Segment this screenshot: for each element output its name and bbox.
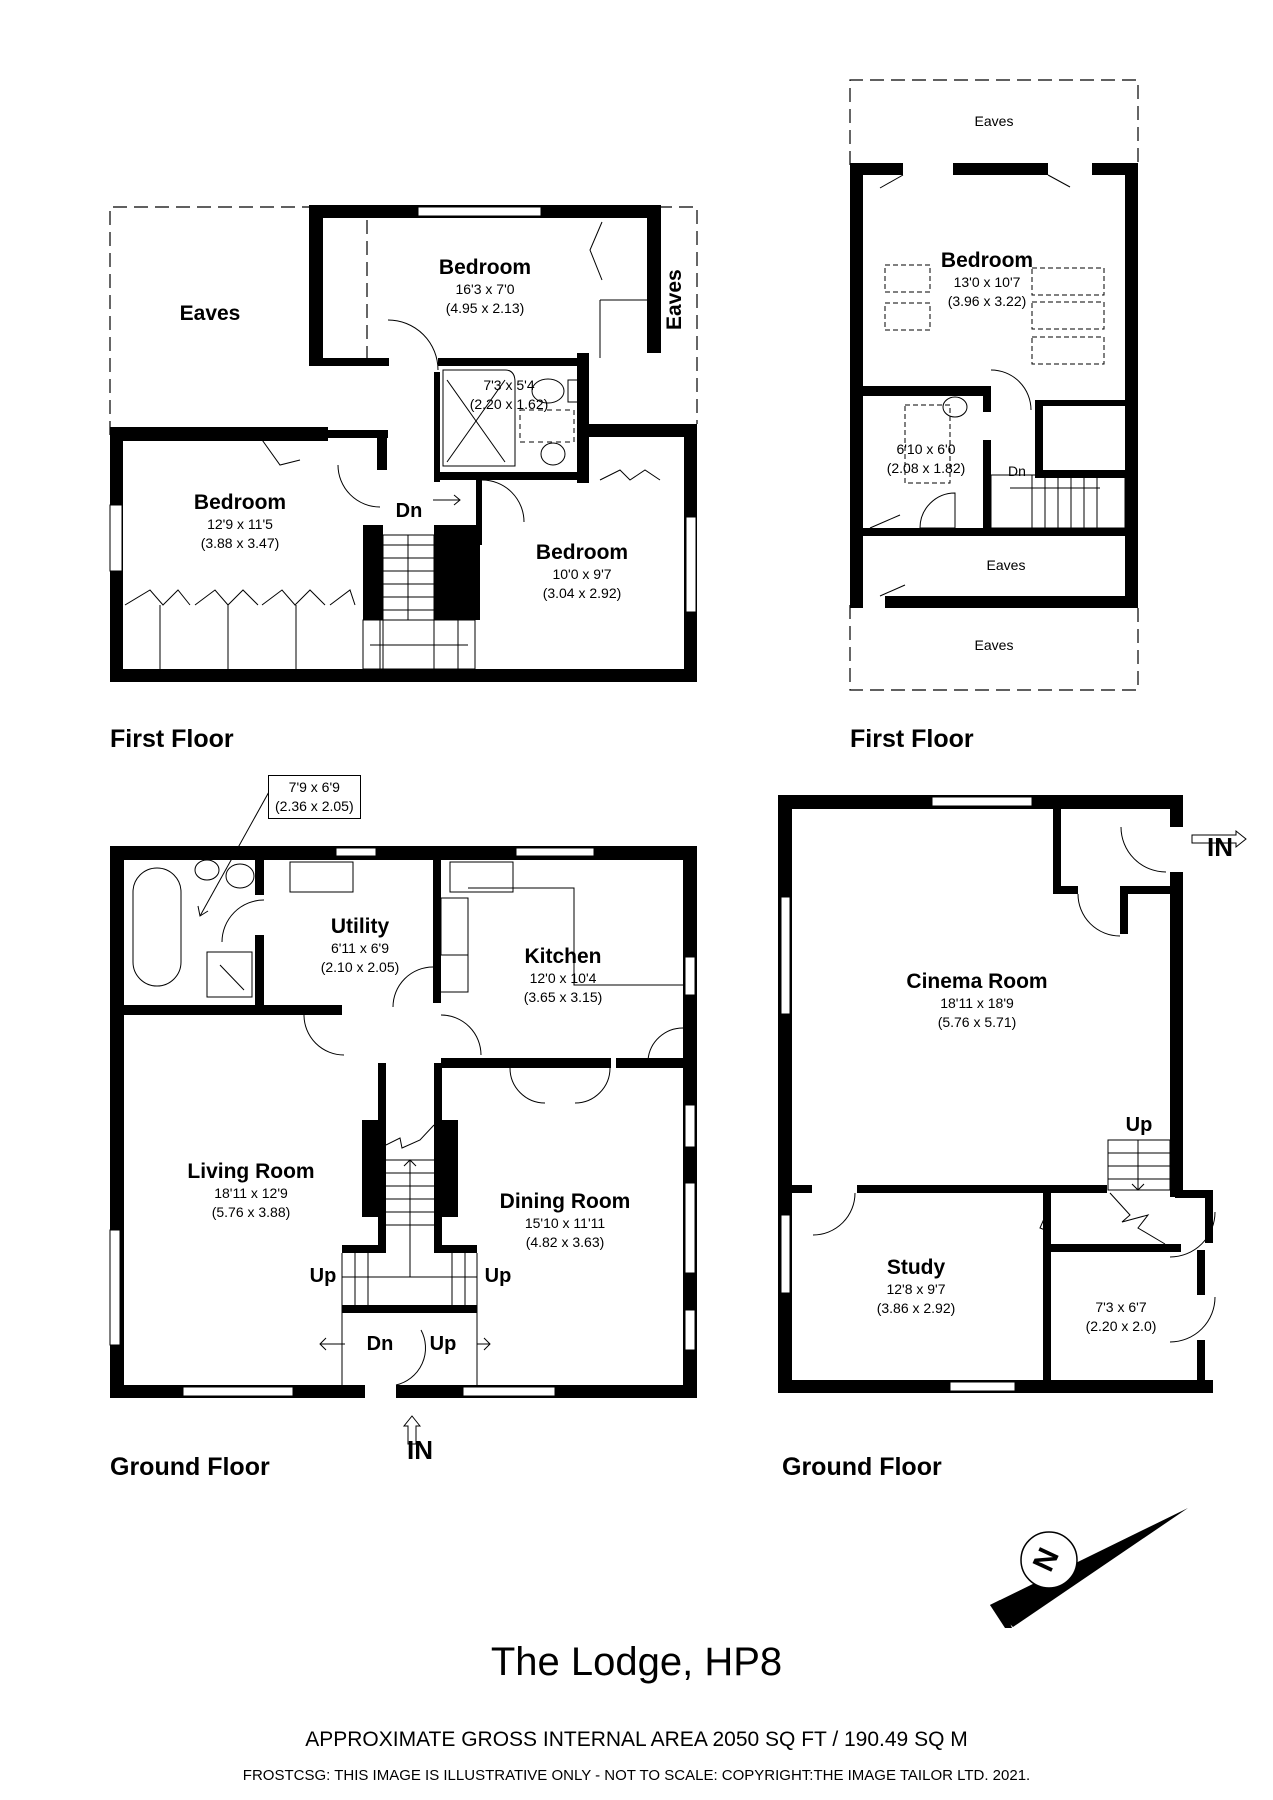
- room-bedroom-3: Bedroom 10'0 x 9'7 (3.04 x 2.92): [536, 541, 628, 603]
- room-label-eaves-side: Eaves: [663, 269, 686, 330]
- room-dim-imperial: 10'0 x 9'7: [552, 566, 612, 582]
- stairs-label-up-left: Up: [309, 1265, 337, 1287]
- room-study: Study 12'8 x 9'7 (3.86 x 2.92): [877, 1256, 956, 1318]
- room-ensuite: 6'10 x 6'0 (2.08 x 1.82): [887, 440, 966, 478]
- room-name: Bedroom: [535, 541, 629, 564]
- room-name: Living Room: [187, 1160, 315, 1183]
- room-dim-metric: (2.10 x 2.05): [320, 959, 400, 975]
- entrance-label: IN: [1207, 832, 1233, 862]
- room-dim-imperial: 12'8 x 9'7: [886, 1281, 946, 1297]
- room-living-room: Living Room 18'11 x 12'9 (5.76 x 3.88): [187, 1160, 314, 1222]
- room-dim-imperial: 13'0 x 10'7: [953, 274, 1021, 290]
- room-dim-imperial: 16'3 x 7'0: [455, 281, 515, 297]
- room-label-eaves-mid: Eaves: [986, 557, 1026, 573]
- stairs-label-dn: Dn: [366, 1333, 394, 1355]
- room-dim-metric: (5.76 x 3.88): [211, 1204, 291, 1220]
- room-dim-metric: (2.20 x 2.0): [1085, 1318, 1157, 1334]
- room-dim-metric: (3.96 x 3.22): [947, 293, 1027, 309]
- copyright-notice: FROSTCSG: THIS IMAGE IS ILLUSTRATIVE ONL…: [242, 1767, 1031, 1784]
- bathroom-dimension-callout: 7'9 x 6'9 (2.36 x 2.05): [268, 775, 361, 819]
- room-name: Study: [886, 1256, 946, 1279]
- room-dim-imperial: 7'3 x 6'7: [1095, 1299, 1147, 1315]
- stairs-label-up: Up: [429, 1333, 457, 1355]
- room-dim-metric: (3.65 x 3.15): [523, 989, 603, 1005]
- room-dim-metric: (3.04 x 2.92): [542, 585, 622, 601]
- property-title: The Lodge, HP8: [490, 1640, 783, 1684]
- room-name: Dining Room: [499, 1190, 631, 1213]
- room-dim-metric: (2.08 x 1.82): [886, 460, 966, 476]
- room-shower-room: 7'3 x 5'4 (2.20 x 1.62): [470, 376, 549, 414]
- entrance-label: IN: [407, 1435, 433, 1465]
- callout-dim-metric: (2.36 x 2.05): [275, 798, 354, 814]
- room-dim-metric: (3.88 x 3.47): [200, 535, 280, 551]
- room-dim-imperial: 15'10 x 11'11: [524, 1215, 606, 1231]
- room-label-eaves: Eaves: [179, 302, 241, 325]
- room-label-eaves-bottom: Eaves: [974, 637, 1014, 653]
- room-utility: Utility 6'11 x 6'9 (2.10 x 2.05): [321, 915, 400, 977]
- room-dim-metric: (3.86 x 2.92): [876, 1300, 956, 1316]
- callout-dim-imperial: 7'9 x 6'9: [288, 779, 340, 795]
- room-dim-imperial: 18'11 x 12'9: [214, 1185, 288, 1201]
- room-dim-imperial: 12'9 x 11'5: [207, 516, 273, 532]
- stairs-label-dn: Dn: [395, 500, 423, 522]
- room-cinema-room: Cinema Room 18'11 x 18'9 (5.76 x 5.71): [906, 970, 1047, 1032]
- stairs-label-up: Up: [1125, 1114, 1153, 1136]
- gross-internal-area: APPROXIMATE GROSS INTERNAL AREA 2050 SQ …: [305, 1728, 968, 1751]
- room-dim-imperial: 6'10 x 6'0: [896, 441, 956, 457]
- room-name: Utility: [330, 915, 390, 938]
- room-name: Bedroom: [940, 249, 1034, 272]
- floor-label-first-left: First Floor: [110, 725, 234, 753]
- room-dim-metric: (4.95 x 2.13): [445, 300, 525, 316]
- room-kitchen: Kitchen 12'0 x 10'4 (3.65 x 3.15): [524, 945, 603, 1007]
- room-name: Bedroom: [193, 491, 287, 514]
- room-name: Kitchen: [524, 945, 602, 968]
- floor-label-ground-left: Ground Floor: [110, 1453, 270, 1481]
- eaves-outline: [109, 206, 698, 435]
- room-dim-imperial: 18'11 x 18'9: [940, 995, 1014, 1011]
- stairs-label-up-right: Up: [484, 1265, 512, 1287]
- room-dim-metric: (5.76 x 5.71): [937, 1014, 1017, 1030]
- room-name: Cinema Room: [906, 970, 1048, 993]
- room-bedroom-1: Bedroom 16'3 x 7'0 (4.95 x 2.13): [439, 256, 531, 318]
- room-name: Bedroom: [438, 256, 532, 279]
- room-dim-imperial: 6'11 x 6'9: [330, 940, 390, 956]
- room-dim-metric: (2.20 x 1.62): [469, 396, 549, 412]
- stairs-label-dn: Dn: [1008, 463, 1026, 479]
- room-dim-metric: (4.82 x 3.63): [525, 1234, 605, 1250]
- room-dim-imperial: 12'0 x 10'4: [529, 970, 597, 986]
- floor-label-ground-right: Ground Floor: [782, 1453, 942, 1481]
- room-dining-room: Dining Room 15'10 x 11'11 (4.82 x 3.63): [500, 1190, 631, 1252]
- room-bedroom-2: Bedroom 12'9 x 11'5 (3.88 x 3.47): [194, 491, 286, 553]
- compass: [990, 1508, 1188, 1628]
- room-label-eaves-top: Eaves: [974, 113, 1014, 129]
- room-bedroom-4: Bedroom 13'0 x 10'7 (3.96 x 3.22): [941, 249, 1033, 311]
- floor-label-first-right: First Floor: [850, 725, 974, 753]
- room-dim-imperial: 7'3 x 5'4: [483, 377, 535, 393]
- room-store: 7'3 x 6'7 (2.20 x 2.0): [1086, 1298, 1157, 1336]
